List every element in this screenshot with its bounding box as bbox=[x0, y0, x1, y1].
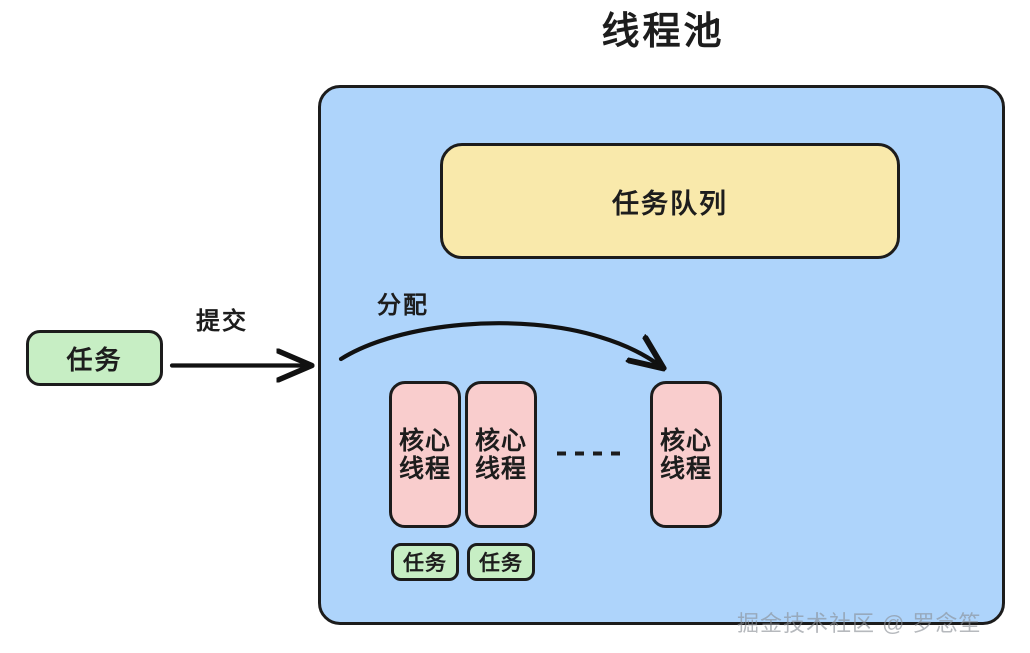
core-thread-box: 核心 线程 bbox=[650, 381, 722, 528]
core-thread-label-line1: 核心 bbox=[659, 426, 712, 455]
assigned-task-label: 任务 bbox=[403, 552, 447, 575]
task-queue-label: 任务队列 bbox=[612, 188, 728, 219]
diagram-title: 线程池 bbox=[318, 11, 1008, 54]
core-thread-label-line1: 核心 bbox=[474, 426, 527, 455]
core-thread-box: 核心 线程 bbox=[389, 381, 461, 528]
submit-arrow-label: 提交 bbox=[196, 308, 248, 335]
allocate-arrow-label: 分配 bbox=[377, 292, 429, 319]
incoming-task-label: 任务 bbox=[66, 344, 123, 375]
core-thread-label-line2: 线程 bbox=[474, 454, 527, 483]
core-thread-box: 核心 线程 bbox=[465, 381, 537, 528]
assigned-task-label: 任务 bbox=[479, 552, 523, 575]
core-thread-label-line1: 核心 bbox=[398, 426, 451, 455]
task-queue-box: 任务队列 bbox=[440, 143, 900, 259]
core-thread-label-line2: 线程 bbox=[398, 454, 451, 483]
core-thread-label-line2: 线程 bbox=[659, 454, 712, 483]
watermark: 掘金技术社区 @ 罗念笙 bbox=[737, 611, 982, 636]
assigned-task-box: 任务 bbox=[467, 543, 535, 581]
incoming-task-box: 任务 bbox=[26, 330, 163, 386]
page-title: 线程池 bbox=[601, 11, 725, 53]
assigned-task-box: 任务 bbox=[391, 543, 459, 581]
